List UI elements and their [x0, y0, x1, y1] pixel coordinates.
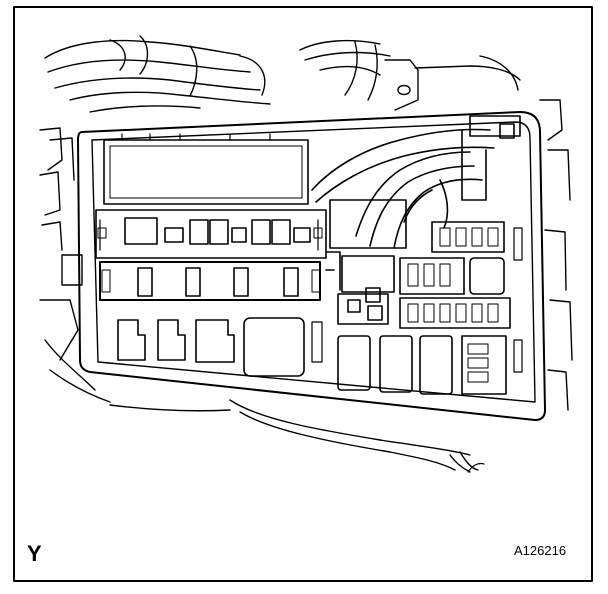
top-fuse-row-icon [95, 209, 327, 259]
lower-right-relays [337, 227, 523, 395]
mini-fuse-grid-icon [399, 221, 511, 329]
corner-clips [461, 115, 521, 201]
relay-row-icon [99, 261, 321, 301]
background-wiring-icon [39, 35, 573, 473]
right-relay-section [325, 199, 407, 325]
leader-lines [467, 462, 485, 473]
figure-border [13, 6, 593, 582]
wire-harness-icon [311, 128, 495, 249]
figure-id-label: A126216 [514, 543, 567, 558]
corner-view-label: Y [27, 541, 42, 566]
fuse-relay-block-housing [77, 111, 546, 421]
lower-connector-group [117, 317, 323, 377]
top-cover-compartment [103, 133, 309, 205]
